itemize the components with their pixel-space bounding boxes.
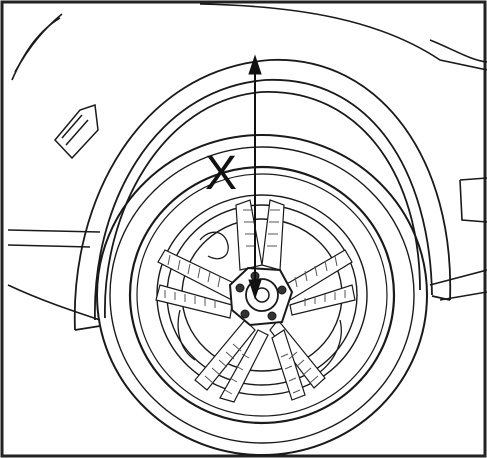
wheel-hub	[228, 266, 294, 327]
dimension-label: X	[205, 147, 238, 200]
spoke-hatching	[164, 209, 346, 395]
brake-caliper	[177, 231, 342, 373]
tire	[96, 134, 428, 456]
side-marker-icon	[53, 103, 99, 160]
wheel-arch	[73, 59, 452, 331]
measurement-arrow-icon	[248, 54, 262, 300]
car-body-lines	[7, 3, 487, 321]
